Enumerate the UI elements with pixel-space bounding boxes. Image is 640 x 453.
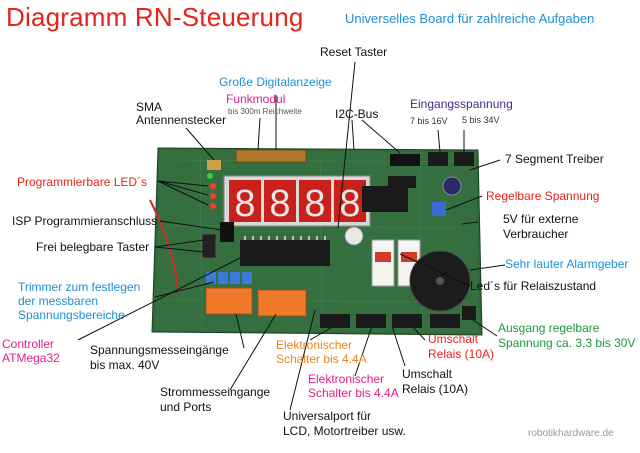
page-subtitle: Universelles Board für zahlreiche Aufgab…: [345, 11, 595, 26]
label-atmega: ATMega32: [2, 351, 60, 365]
voltage-potentiometer: [432, 202, 446, 216]
radio-module: [235, 149, 307, 163]
orange-terminals-2: [257, 289, 307, 317]
label-relay-leds: Led´s für Relaiszustand: [470, 279, 597, 293]
label-current-inputs-1: Strommesseingange: [160, 385, 271, 399]
pointer-lines: [77, 61, 506, 411]
label-voltage-inputs-2: bis max. 40V: [90, 358, 160, 372]
digit-2: 8: [269, 183, 290, 225]
label-voltage-inputs-1: Spannungsmesseingänge: [90, 343, 229, 357]
trimmers: [206, 272, 252, 284]
label-trimmer-2: der messbaren: [18, 294, 99, 308]
digit-4: 8: [339, 183, 360, 225]
screw-terminals-bottom: [320, 306, 476, 328]
label-voltage-1: 7 bis 16V: [410, 116, 448, 126]
page-title: Diagramm RN-Steuerung: [6, 2, 304, 32]
label-i2c: I2C-Bus: [335, 107, 379, 121]
label-ext-5v-2: Verbraucher: [503, 227, 569, 241]
label-alarm: Sehr lauter Alarmgeber: [505, 257, 629, 271]
label-segment-driver: 7 Segment Treiber: [505, 152, 604, 166]
label-relay-2b: Relais (10A): [402, 382, 469, 396]
digit-1: 8: [234, 183, 255, 225]
label-sma: SMA: [136, 100, 163, 114]
label-radio-range: bis 300m Reichweite: [228, 107, 302, 116]
label-output-2: Spannung ca. 3,3 bis 30V: [498, 336, 636, 350]
isp-header: [220, 222, 234, 242]
label-buttons: Frei belegbare Taster: [36, 240, 150, 254]
label-trimmer-3: Spannungsbereiche: [18, 308, 125, 322]
label-switch-1b: Schalter bis 4.4A: [276, 352, 367, 366]
label-antenna: Antennenstecker: [136, 113, 227, 127]
label-input-voltage: Eingangsspannung: [410, 97, 513, 111]
label-current-inputs-2: und Ports: [160, 400, 212, 414]
label-switch-1a: Elektronischer: [276, 338, 353, 352]
label-relay-1a: Umschalt: [428, 332, 479, 346]
label-relay-2a: Umschalt: [402, 367, 453, 381]
seven-segment-display: 8 8 8 8: [223, 175, 371, 227]
label-trimmer-1: Trimmer zum festlegen: [18, 280, 141, 294]
programmable-leds: [207, 173, 216, 209]
digit-3: 8: [304, 183, 325, 225]
label-output-1: Ausgang regelbare: [498, 321, 600, 335]
label-controller: Controller: [2, 337, 55, 351]
label-radio-module: Funkmodul: [226, 92, 286, 106]
label-programmable-leds: Programmierbare LED´s: [17, 175, 148, 189]
buzzer-center: [436, 277, 444, 285]
label-switch-2a: Elektronischer: [308, 372, 385, 386]
user-buttons: [201, 233, 217, 259]
capacitor: [442, 176, 462, 196]
label-digital-display: Große Digitalanzeige: [219, 75, 332, 89]
label-relay-1b: Relais (10A): [428, 347, 495, 361]
sma-connector: [207, 160, 221, 170]
orange-terminals-1: [205, 287, 253, 315]
segment-driver-chip: [362, 186, 408, 212]
label-ext-5v-1: 5V für externe: [503, 212, 579, 226]
label-reset: Reset Taster: [320, 45, 388, 59]
label-isp: ISP Programmieranschluss: [12, 214, 158, 228]
label-voltage-2: 5 bis 34V: [462, 115, 500, 125]
i2c-header: [390, 154, 420, 166]
screw-terminals-top: [428, 152, 474, 166]
label-universal-port-2: LCD, Motortreiber usw.: [283, 424, 406, 438]
reset-button: [344, 226, 364, 246]
label-adjustable-voltage: Regelbare Spannung: [486, 189, 600, 203]
credit: robotikhardware.de: [528, 428, 614, 439]
label-switch-2b: Schalter bis 4.4A: [308, 386, 399, 400]
atmega32-controller: [240, 236, 330, 266]
driver-chip-2: [388, 176, 416, 188]
label-universal-port-1: Universalport für: [283, 409, 372, 423]
